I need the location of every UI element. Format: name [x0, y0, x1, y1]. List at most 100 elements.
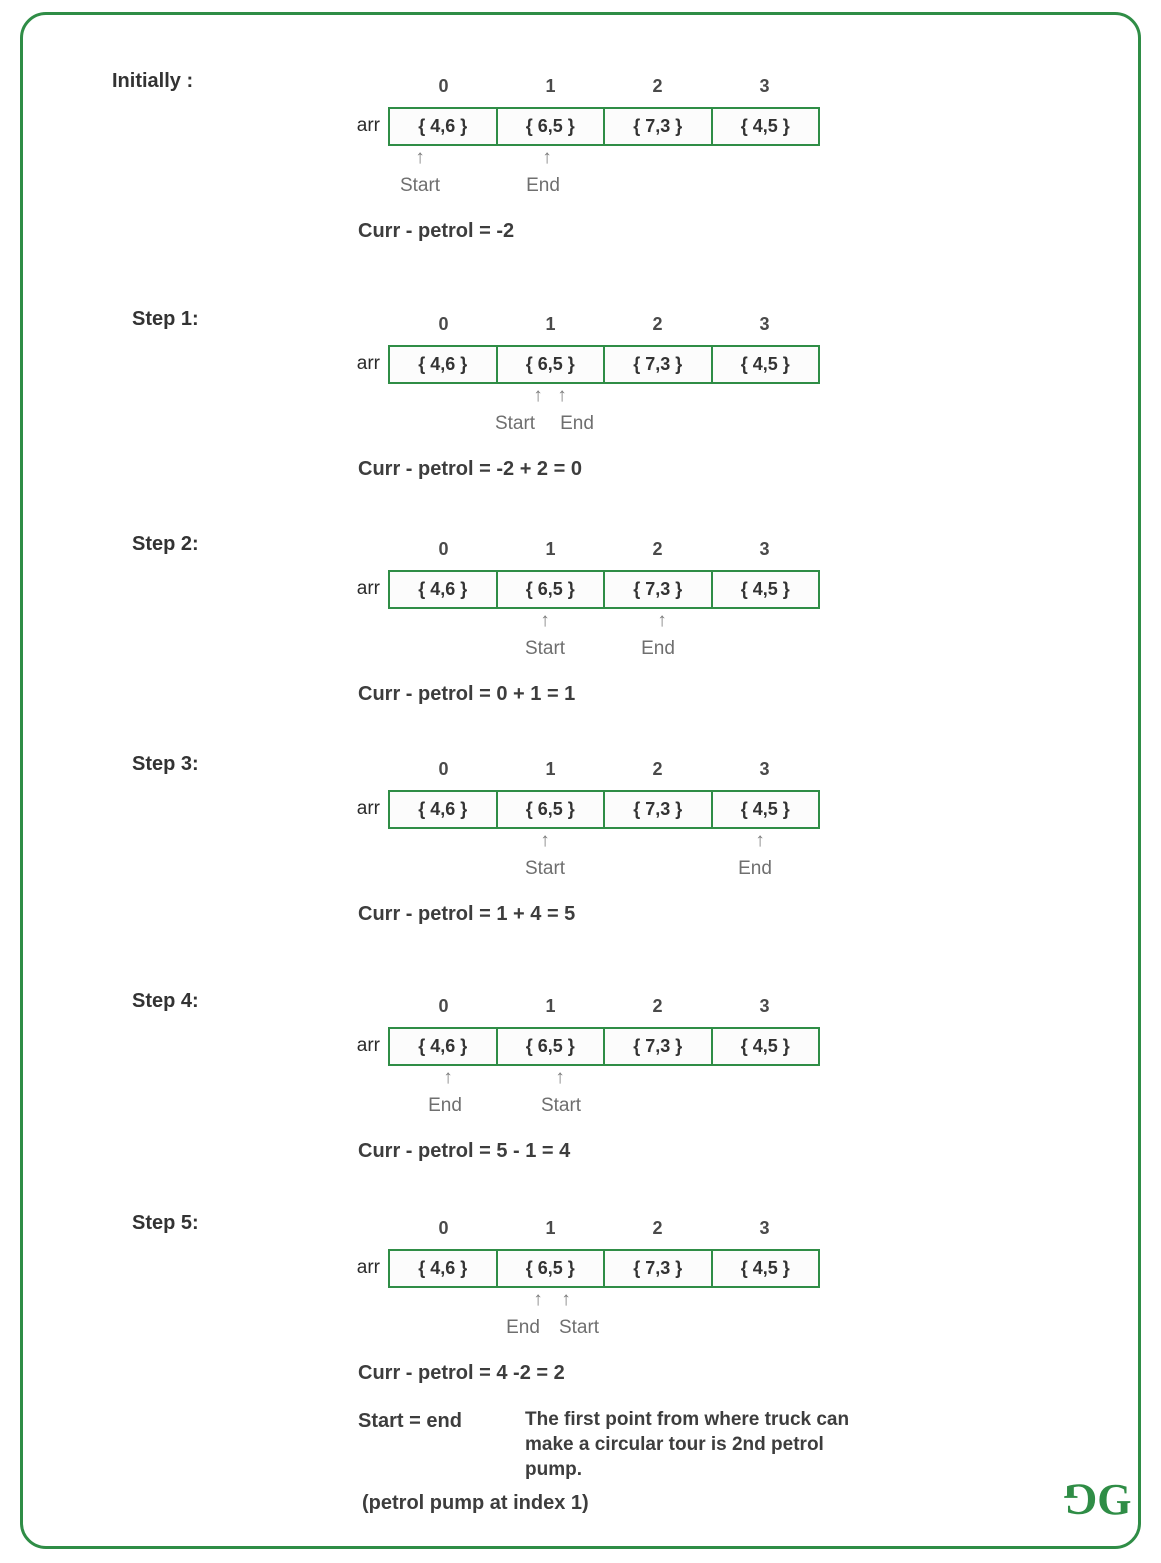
array-index: 1 — [545, 996, 556, 1016]
up-arrow-icon: ↑ — [555, 1067, 565, 1088]
panel-step-1: Step 1: 0 1 2 3 arr { 4,6 } { 6,5 } { 7,… — [0, 308, 1161, 533]
array-index: 0 — [438, 996, 449, 1016]
array: { 4,6 } { 6,5 } { 7,3 } { 4,5 } — [388, 345, 820, 384]
array-cell: { 7,3 } — [603, 347, 711, 382]
array-index: 3 — [759, 539, 770, 559]
array-cell: { 4,6 } — [418, 1258, 468, 1278]
logo-g-flipped: G — [1068, 1475, 1098, 1524]
panel-step-5: Step 5: 0 1 2 3 arr { 4,6 } { 6,5 } { 7,… — [0, 1212, 1161, 1437]
pointer-label: End — [738, 858, 772, 879]
array: { 4,6 } { 6,5 } { 7,3 } { 4,5 } — [388, 1027, 820, 1066]
panel-title: Initially : — [112, 70, 194, 92]
pointer-label: Start — [494, 413, 536, 434]
array-cell: { 7,3 } — [603, 792, 711, 827]
array-cell: { 4,6 } — [418, 579, 468, 599]
array-cell: { 4,5 } — [710, 1029, 819, 1064]
array: { 4,6 } { 6,5 } { 7,3 } { 4,5 } — [388, 107, 820, 146]
array-cell: { 6,5 } — [495, 1029, 604, 1064]
arr-label: arr — [356, 1257, 380, 1278]
array-cell: { 4,5 } — [710, 109, 819, 144]
pointer-label: End — [526, 175, 560, 196]
array: { 4,6 } { 6,5 } { 7,3 } { 4,5 } — [388, 1249, 820, 1288]
array-index: 2 — [652, 1218, 663, 1238]
panel-step-4: Step 4: 0 1 2 3 arr { 4,6 } { 6,5 } { 7,… — [0, 990, 1161, 1215]
arr-label: arr — [356, 798, 380, 819]
pointer-label: Start — [558, 1317, 600, 1338]
arr-label: arr — [356, 578, 380, 599]
array: { 4,6 } { 6,5 } { 7,3 } { 4,5 } — [388, 570, 820, 609]
array-indices: 0 1 2 3 — [390, 1218, 818, 1239]
panel-initially: Initially : 0 1 2 3 arr { 4,6 } { 6,5 } … — [0, 70, 1161, 295]
formula-text: Curr - petrol = -2 — [358, 220, 515, 242]
index-note: (petrol pump at index 1) — [362, 1492, 589, 1514]
array-index: 2 — [652, 996, 663, 1016]
formula-text: Curr - petrol = 5 - 1 = 4 — [358, 1140, 571, 1162]
array-indices: 0 1 2 3 — [390, 759, 818, 780]
array-cell: { 4,5 } — [710, 1251, 819, 1286]
array-cell: { 4,6 } — [418, 799, 468, 819]
panel-title: Step 2: — [132, 533, 199, 555]
formula-text: Curr - petrol = 4 -2 = 2 — [358, 1362, 565, 1384]
array-cell: { 6,5 } — [495, 792, 604, 827]
array-index: 2 — [652, 314, 663, 334]
array-index: 3 — [759, 76, 770, 96]
array-cell: { 7,3 } — [603, 572, 711, 607]
up-arrow-icon: ↑ — [443, 1067, 453, 1088]
array-index: 2 — [652, 76, 663, 96]
up-arrow-icon: ↑ — [533, 385, 543, 406]
formula-text: Curr - petrol = 0 + 1 = 1 — [358, 683, 576, 705]
array-cell: { 7,3 } — [603, 1251, 711, 1286]
array-indices: 0 1 2 3 — [390, 76, 818, 97]
array-index: 1 — [545, 759, 556, 779]
up-arrow-icon: ↑ — [533, 1289, 543, 1310]
array-index: 2 — [652, 759, 663, 779]
array-index: 0 — [438, 76, 449, 96]
array-index: 0 — [438, 1218, 449, 1238]
pointer-label: Start — [399, 175, 441, 196]
up-arrow-icon: ↑ — [557, 385, 567, 406]
up-arrow-icon: ↑ — [415, 147, 425, 168]
pointer-label: End — [641, 638, 675, 659]
array-index: 0 — [438, 759, 449, 779]
arr-label: arr — [356, 115, 380, 136]
array-index: 3 — [759, 1218, 770, 1238]
start-equals-end-text: Start = end — [358, 1410, 462, 1432]
array-cell: { 6,5 } — [495, 347, 604, 382]
array-index: 0 — [438, 539, 449, 559]
conclusion-note: The first point from where truck can mak… — [525, 1409, 850, 1481]
array-cell: { 7,3 } — [603, 1029, 711, 1064]
array-index: 3 — [759, 996, 770, 1016]
arr-label: arr — [356, 1035, 380, 1056]
up-arrow-icon: ↑ — [755, 830, 765, 851]
panel-step-3: Step 3: 0 1 2 3 arr { 4,6 } { 6,5 } { 7,… — [0, 753, 1161, 978]
array-cell: { 4,6 } — [418, 354, 468, 374]
pointer-label: End — [428, 1095, 462, 1116]
up-arrow-icon: ↑ — [657, 610, 667, 631]
array-cell: { 7,3 } — [603, 109, 711, 144]
array-cell: { 4,5 } — [710, 347, 819, 382]
array-indices: 0 1 2 3 — [390, 539, 818, 560]
array-cell: { 4,6 } — [418, 1036, 468, 1056]
array-index: 1 — [545, 314, 556, 334]
formula-text: Curr - petrol = 1 + 4 = 5 — [358, 903, 576, 925]
array-cell: { 4,5 } — [710, 792, 819, 827]
panel-step-2: Step 2: 0 1 2 3 arr { 4,6 } { 6,5 } { 7,… — [0, 533, 1161, 758]
array: { 4,6 } { 6,5 } { 7,3 } { 4,5 } — [388, 790, 820, 829]
logo-g: G — [1097, 1475, 1131, 1524]
array-cell: { 4,6 } — [418, 116, 468, 136]
panel-title: Step 1: — [132, 308, 199, 330]
array-index: 1 — [545, 1218, 556, 1238]
array-index: 0 — [438, 314, 449, 334]
array-index: 2 — [652, 539, 663, 559]
pointer-label: Start — [524, 858, 566, 879]
up-arrow-icon: ↑ — [540, 610, 550, 631]
pointer-label: End — [506, 1317, 540, 1338]
pointer-label: Start — [524, 638, 566, 659]
array-index: 1 — [545, 539, 556, 559]
up-arrow-icon: ↑ — [540, 830, 550, 851]
array-index: 1 — [545, 76, 556, 96]
geeksforgeeks-logo: GG — [1068, 1474, 1132, 1525]
outer-green-border — [20, 12, 1141, 1549]
formula-text: Curr - petrol = -2 + 2 = 0 — [358, 458, 582, 480]
array-index: 3 — [759, 759, 770, 779]
